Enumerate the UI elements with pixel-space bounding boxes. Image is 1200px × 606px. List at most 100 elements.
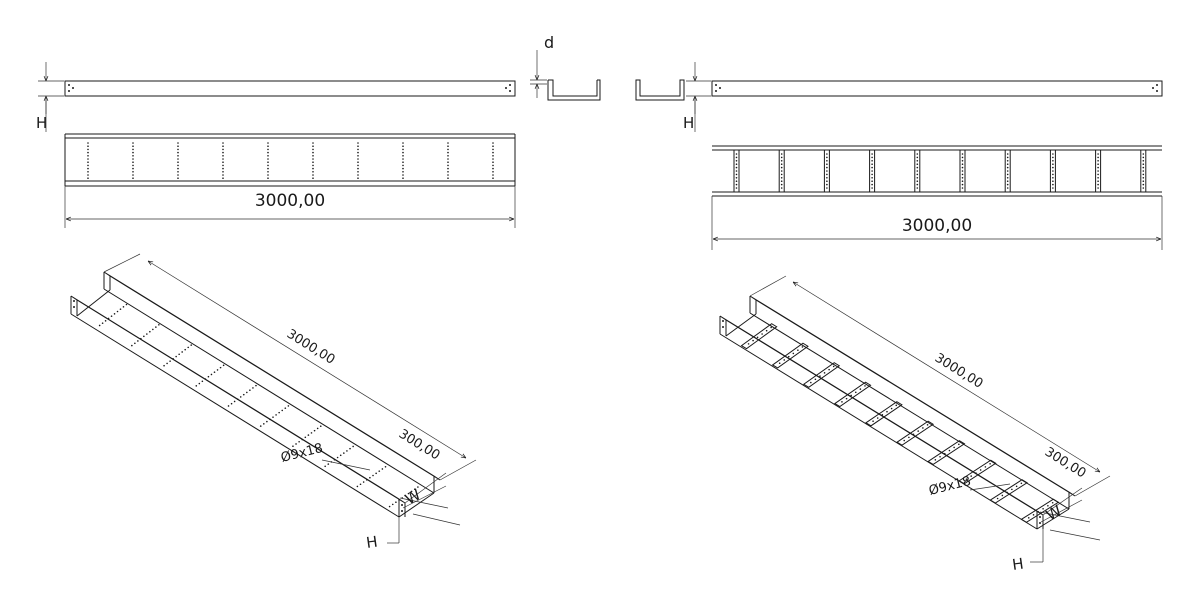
slot-dot (177, 164, 179, 167)
slot-dot (402, 155, 404, 157)
iso-rung (1020, 498, 1060, 523)
slot-dot (447, 177, 449, 179)
rung-dot (780, 180, 783, 182)
iso-rung-hole (1001, 494, 1004, 497)
iso-rung-hole (756, 336, 759, 339)
right-height-dimension (686, 62, 711, 132)
iso-slot-dot (184, 348, 186, 351)
iso-slot-dot (219, 366, 222, 369)
iso-rung-hole (922, 427, 924, 429)
slot-dot (312, 145, 314, 147)
slot-dot (267, 161, 269, 163)
rung-dot (1142, 160, 1145, 162)
iso-slot-dot (313, 429, 316, 432)
rung-dot (1006, 156, 1009, 159)
rung-dot (961, 166, 964, 169)
iso-rung-hole (989, 463, 991, 465)
iso-slot-dot (287, 405, 290, 407)
rung-dot (1097, 166, 1099, 169)
left-end-holes (68, 84, 511, 92)
iso-slot-dot (369, 476, 371, 479)
slot-dot (267, 158, 269, 160)
rung-dot (961, 153, 964, 155)
slot-dot (267, 177, 269, 179)
iso-slot-dot (295, 443, 297, 445)
iso-rung-hole (823, 372, 826, 374)
iso-slot-dot (204, 378, 207, 380)
iso-rung-hole (761, 333, 763, 335)
iso-slot-dot (298, 440, 300, 443)
slot-dot (357, 177, 359, 179)
rung-dot (735, 170, 738, 172)
rung-dot (916, 180, 919, 182)
rung-dot (1052, 187, 1054, 189)
iso-slot-dot (201, 380, 204, 383)
iso-slot-dot (233, 400, 236, 403)
right-iso-wh-dimension (1030, 499, 1101, 563)
iso-rung-hole (1042, 507, 1044, 510)
iso-slot-dot (163, 364, 165, 367)
iso-rung-hole (953, 446, 955, 449)
slot-dot (312, 161, 314, 163)
iso-rung-hole (801, 346, 804, 348)
rung-dot (735, 166, 738, 169)
iso-rung-hole (747, 343, 750, 345)
rung-dot (735, 180, 738, 182)
slot-dot (222, 151, 224, 154)
iso-rung-hole (965, 478, 968, 480)
rung-dot (1052, 180, 1054, 182)
iso-slot-dot (187, 346, 190, 349)
iso-rung-hole (1011, 488, 1013, 491)
slot-dot (267, 155, 269, 157)
iso-slot-dot (119, 308, 122, 310)
slot-dot (222, 158, 224, 160)
rung-dot (916, 173, 919, 176)
iso-slot-dot (134, 342, 136, 345)
iso-rung-hole (881, 414, 884, 416)
rung-dot (871, 173, 873, 176)
iso-rung (740, 323, 778, 350)
iso-rung-hole (1037, 511, 1040, 513)
left-height-dimension (38, 62, 64, 132)
iso-rung-hole (948, 449, 951, 452)
slot-dot (177, 161, 179, 163)
rung-dot (1006, 170, 1009, 172)
slot-dot (492, 155, 494, 157)
rung-dot (1097, 170, 1099, 172)
iso-slot-dot (356, 485, 359, 488)
slot-dot (402, 148, 404, 151)
iso-slot-dot (107, 317, 110, 320)
rung-dot (1052, 156, 1054, 159)
slot-dot (177, 145, 179, 147)
slot-dot (357, 174, 359, 176)
slot-dot (267, 164, 269, 167)
iso-slot-dot (384, 465, 387, 468)
rung-dot (1097, 153, 1099, 155)
slot-dot (357, 155, 359, 157)
rung-dot (961, 170, 964, 172)
rung-dot (1006, 160, 1009, 162)
slot-dot (312, 155, 314, 157)
iso-slot-dot (362, 481, 365, 483)
iso-slot-dot (110, 315, 113, 317)
rung-dot (780, 163, 783, 165)
rung-dot (961, 187, 964, 189)
slot-dot (222, 171, 224, 173)
iso-slot-dot (230, 402, 233, 405)
iso-slot-dot (395, 501, 397, 504)
rung-dot (961, 163, 964, 165)
rung-dot (1142, 170, 1145, 172)
iso-slot-dot (391, 503, 394, 506)
slot-dot (357, 145, 359, 147)
iso-slot-dot (113, 313, 116, 315)
rung-dot (871, 177, 873, 179)
rung-dot (735, 183, 738, 186)
iso-rung-hole (1051, 501, 1054, 504)
iso-slot-dot (216, 369, 219, 371)
iso-slot-dot (213, 371, 216, 373)
iso-slot-dot (255, 384, 257, 387)
iso-slot-dot (98, 324, 101, 327)
iso-slot-dot (339, 454, 342, 457)
iso-rung-hole (1032, 514, 1035, 516)
iso-slot-dot (239, 396, 242, 398)
